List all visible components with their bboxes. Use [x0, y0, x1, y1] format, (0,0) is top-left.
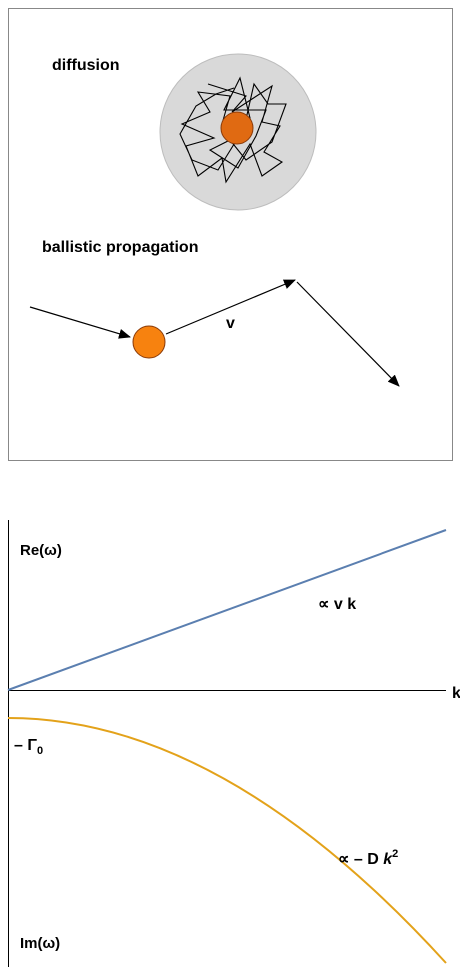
velocity-arrow	[165, 279, 296, 335]
gamma-zero-label: – Γ0	[14, 737, 43, 757]
linear-dispersion-label: ∝ v k	[318, 596, 356, 613]
quadratic-exponent: 2	[392, 848, 398, 860]
top-panel-frame	[8, 8, 453, 461]
linear-dispersion-curve	[7, 529, 447, 691]
velocity-label: v	[226, 315, 235, 332]
diffusing-particle	[220, 111, 254, 145]
diffusion-label: diffusion	[52, 57, 120, 74]
ballistic-particle	[132, 325, 166, 359]
re-omega-label: Re(ω)	[20, 542, 62, 559]
scattered-trajectory-arrow	[296, 281, 400, 387]
quadratic-k: k	[383, 851, 393, 868]
incoming-trajectory-arrow	[29, 306, 131, 339]
quadratic-damping-curve	[7, 717, 447, 964]
gamma-subscript: 0	[37, 745, 43, 757]
k-axis-label: k	[452, 685, 460, 702]
quadratic-damping-label: ∝ – D k2	[338, 848, 398, 868]
ballistic-label: ballistic propagation	[42, 239, 198, 256]
im-omega-label: Im(ω)	[20, 935, 60, 952]
